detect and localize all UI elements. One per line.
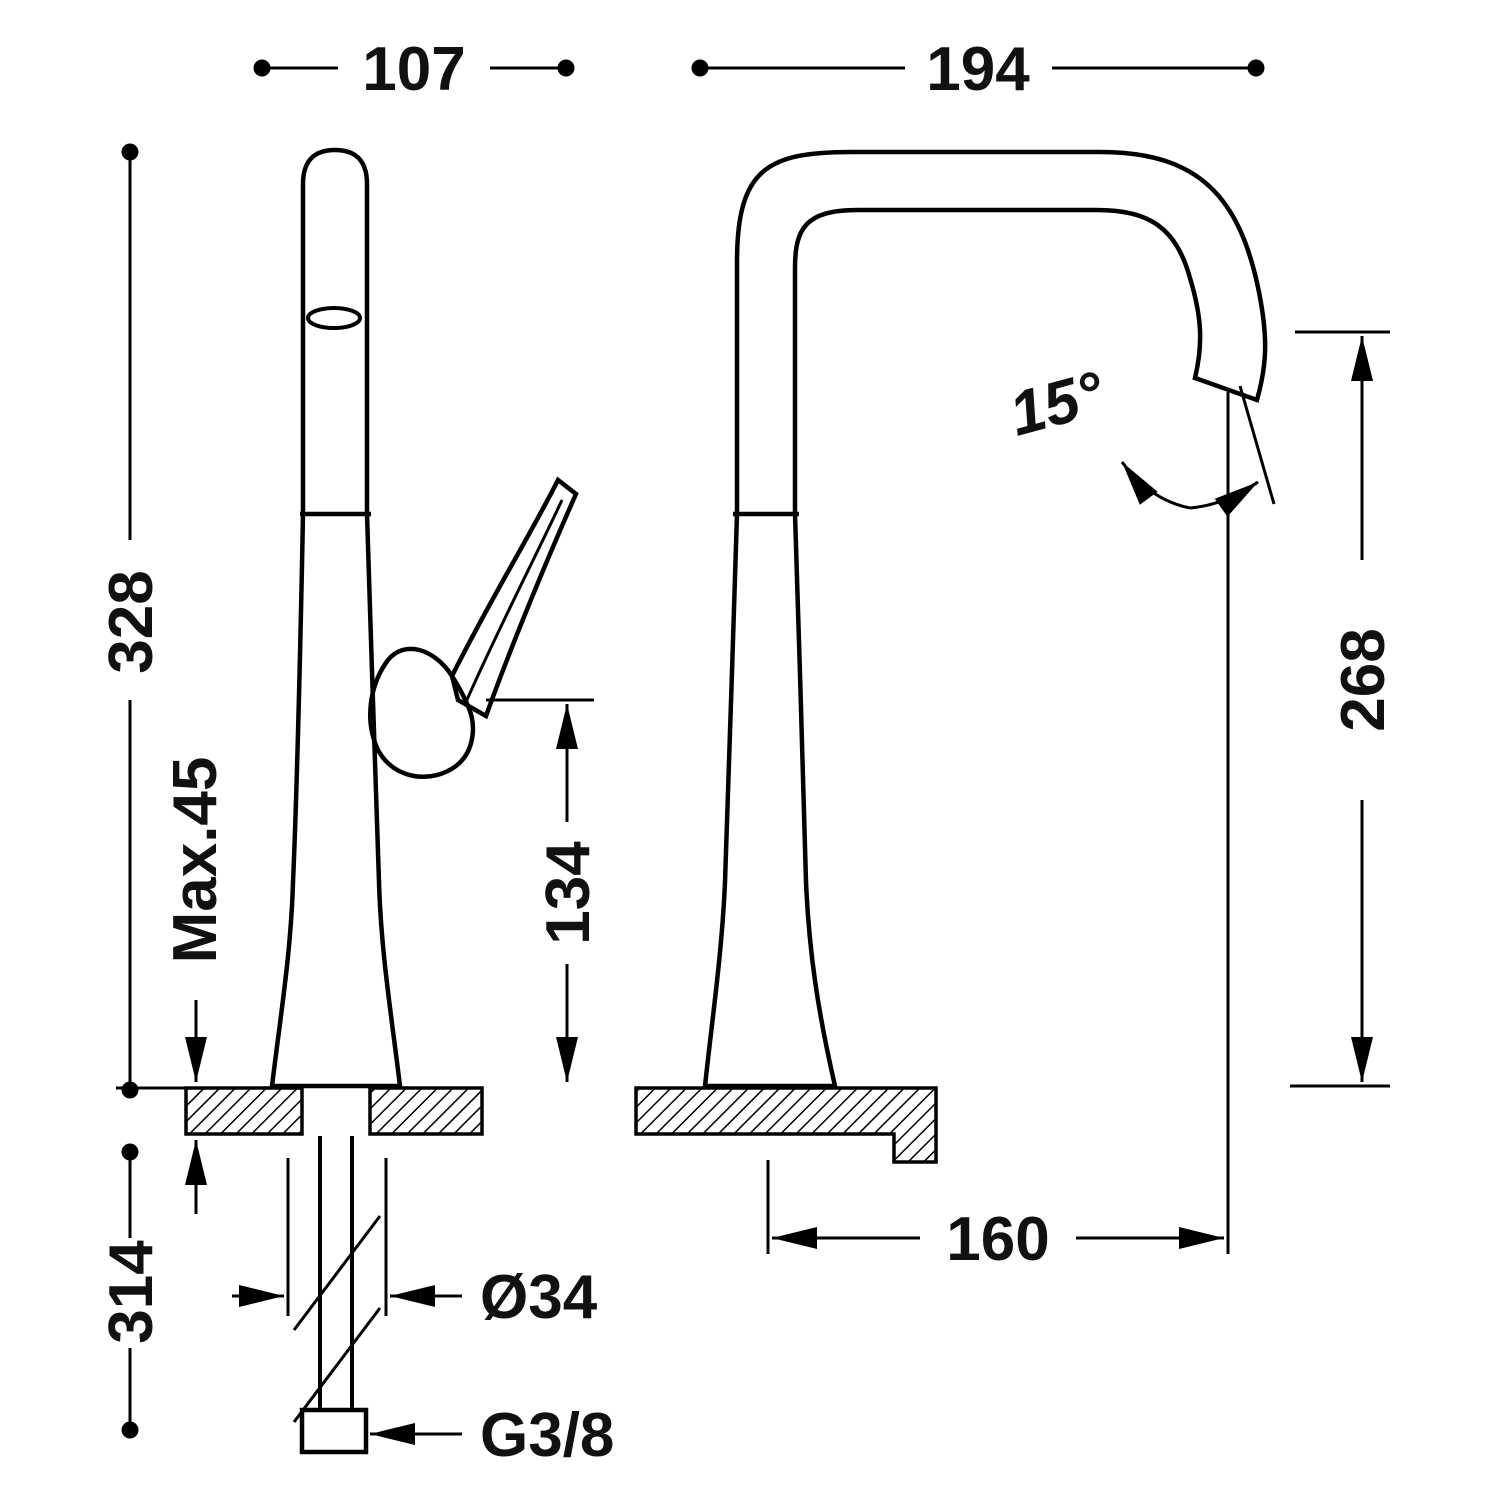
label-height-134: 134 <box>534 841 603 945</box>
angle-arc-right <box>1189 480 1259 517</box>
countertop-section-left <box>184 1086 484 1136</box>
dim-107 <box>253 59 575 77</box>
dim-194 <box>691 59 1265 77</box>
aerator-outlet <box>306 306 362 330</box>
spout-body-outline <box>702 149 1268 1089</box>
lever-handle-inner-line <box>464 499 564 703</box>
label-reach-160: 160 <box>946 1205 1049 1274</box>
break-symbol-lower <box>292 1307 382 1423</box>
label-width-194: 194 <box>926 35 1030 104</box>
counter-slab-right <box>368 1086 484 1136</box>
faucet-body-outline <box>269 147 403 1089</box>
dim-angle-15 <box>1120 385 1276 1254</box>
label-g38: G3/8 <box>480 1401 614 1470</box>
counter-slab-front <box>634 1086 938 1164</box>
g38-connector <box>299 1407 369 1455</box>
dim-314 <box>121 1143 139 1439</box>
label-diameter-34: Ø34 <box>480 1263 598 1332</box>
lever-handle-hub <box>368 646 476 779</box>
label-width-107: 107 <box>362 35 465 104</box>
right-view-faucet <box>702 149 1268 1089</box>
tilted-outlet-axis <box>1238 385 1276 505</box>
dim-328 <box>116 143 190 1099</box>
dim-160 <box>766 1160 1224 1254</box>
dimension-lines <box>116 59 1390 1445</box>
supply-shank <box>286 1136 388 1455</box>
label-height-268: 268 <box>1329 628 1398 731</box>
label-max-45: Max.45 <box>161 757 230 964</box>
label-height-328: 328 <box>97 570 166 673</box>
label-depth-314: 314 <box>97 1240 166 1344</box>
angle-arc-left <box>1120 461 1191 510</box>
left-view-faucet <box>269 147 579 1089</box>
dim-134 <box>486 698 594 1082</box>
counter-slab-left <box>184 1086 304 1136</box>
countertop-section-right <box>634 1086 938 1164</box>
lever-handle-blade <box>449 476 579 720</box>
dim-268 <box>1290 330 1390 1088</box>
dimension-labels: 107 194 328 Max.45 134 268 15° 314 160 Ø… <box>97 35 1398 1470</box>
label-angle-15: 15° <box>1002 358 1112 449</box>
break-symbol-upper <box>292 1215 382 1331</box>
